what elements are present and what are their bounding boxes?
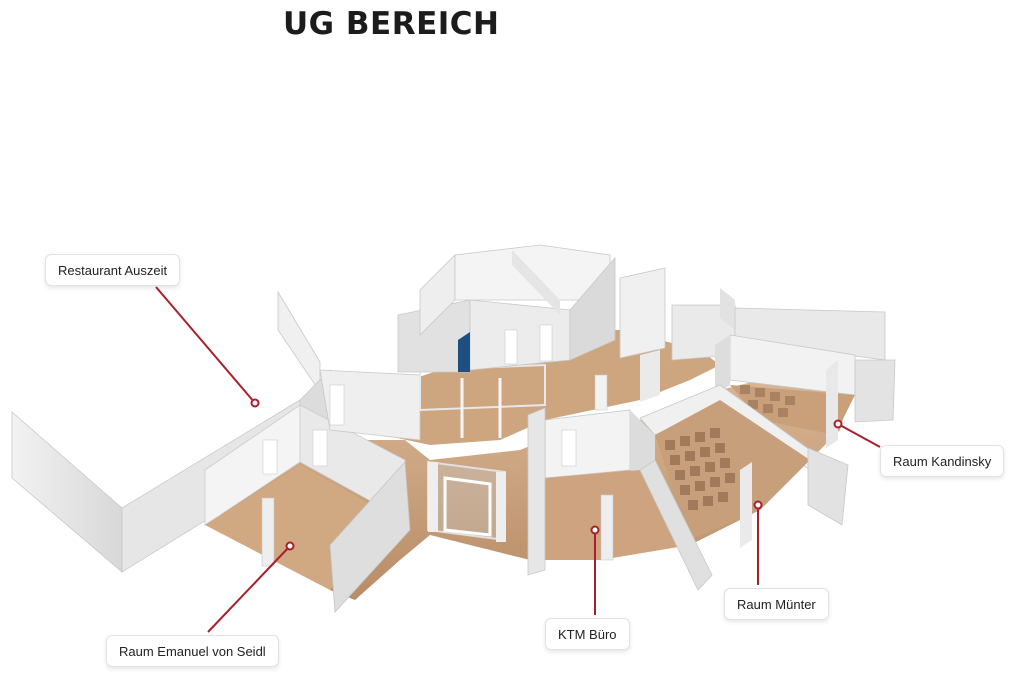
top-rooms: [397, 244, 616, 373]
room-kandinsky: [715, 334, 896, 448]
marker-raum-muenter: [753, 500, 763, 510]
room-emanuel-von-seidl: [204, 404, 411, 613]
room-ktm-buero: [527, 407, 713, 591]
walls-right-top: [594, 267, 886, 411]
marker-restaurant-auszeit: [250, 398, 260, 408]
label-raum-muenter[interactable]: Raum Münter: [724, 588, 829, 620]
page-title: UG BEREICH: [283, 6, 500, 42]
marker-raum-kandinsky: [833, 419, 843, 429]
room-markers: [250, 398, 843, 551]
entrance: [427, 460, 506, 542]
leader-lines: [155, 286, 881, 633]
central-walls: [319, 363, 546, 441]
marker-raum-emanuel-von-seidl: [285, 541, 295, 551]
label-ktm-buero[interactable]: KTM Büro: [545, 618, 630, 650]
room-muenter: [639, 384, 849, 548]
label-raum-kandinsky[interactable]: Raum Kandinsky: [880, 445, 1005, 477]
marker-ktm-buero: [590, 525, 600, 535]
label-raum-emanuel-von-seidl[interactable]: Raum Emanuel von Seidl: [106, 635, 279, 667]
label-restaurant-auszeit[interactable]: Restaurant Auszeit: [45, 254, 181, 286]
